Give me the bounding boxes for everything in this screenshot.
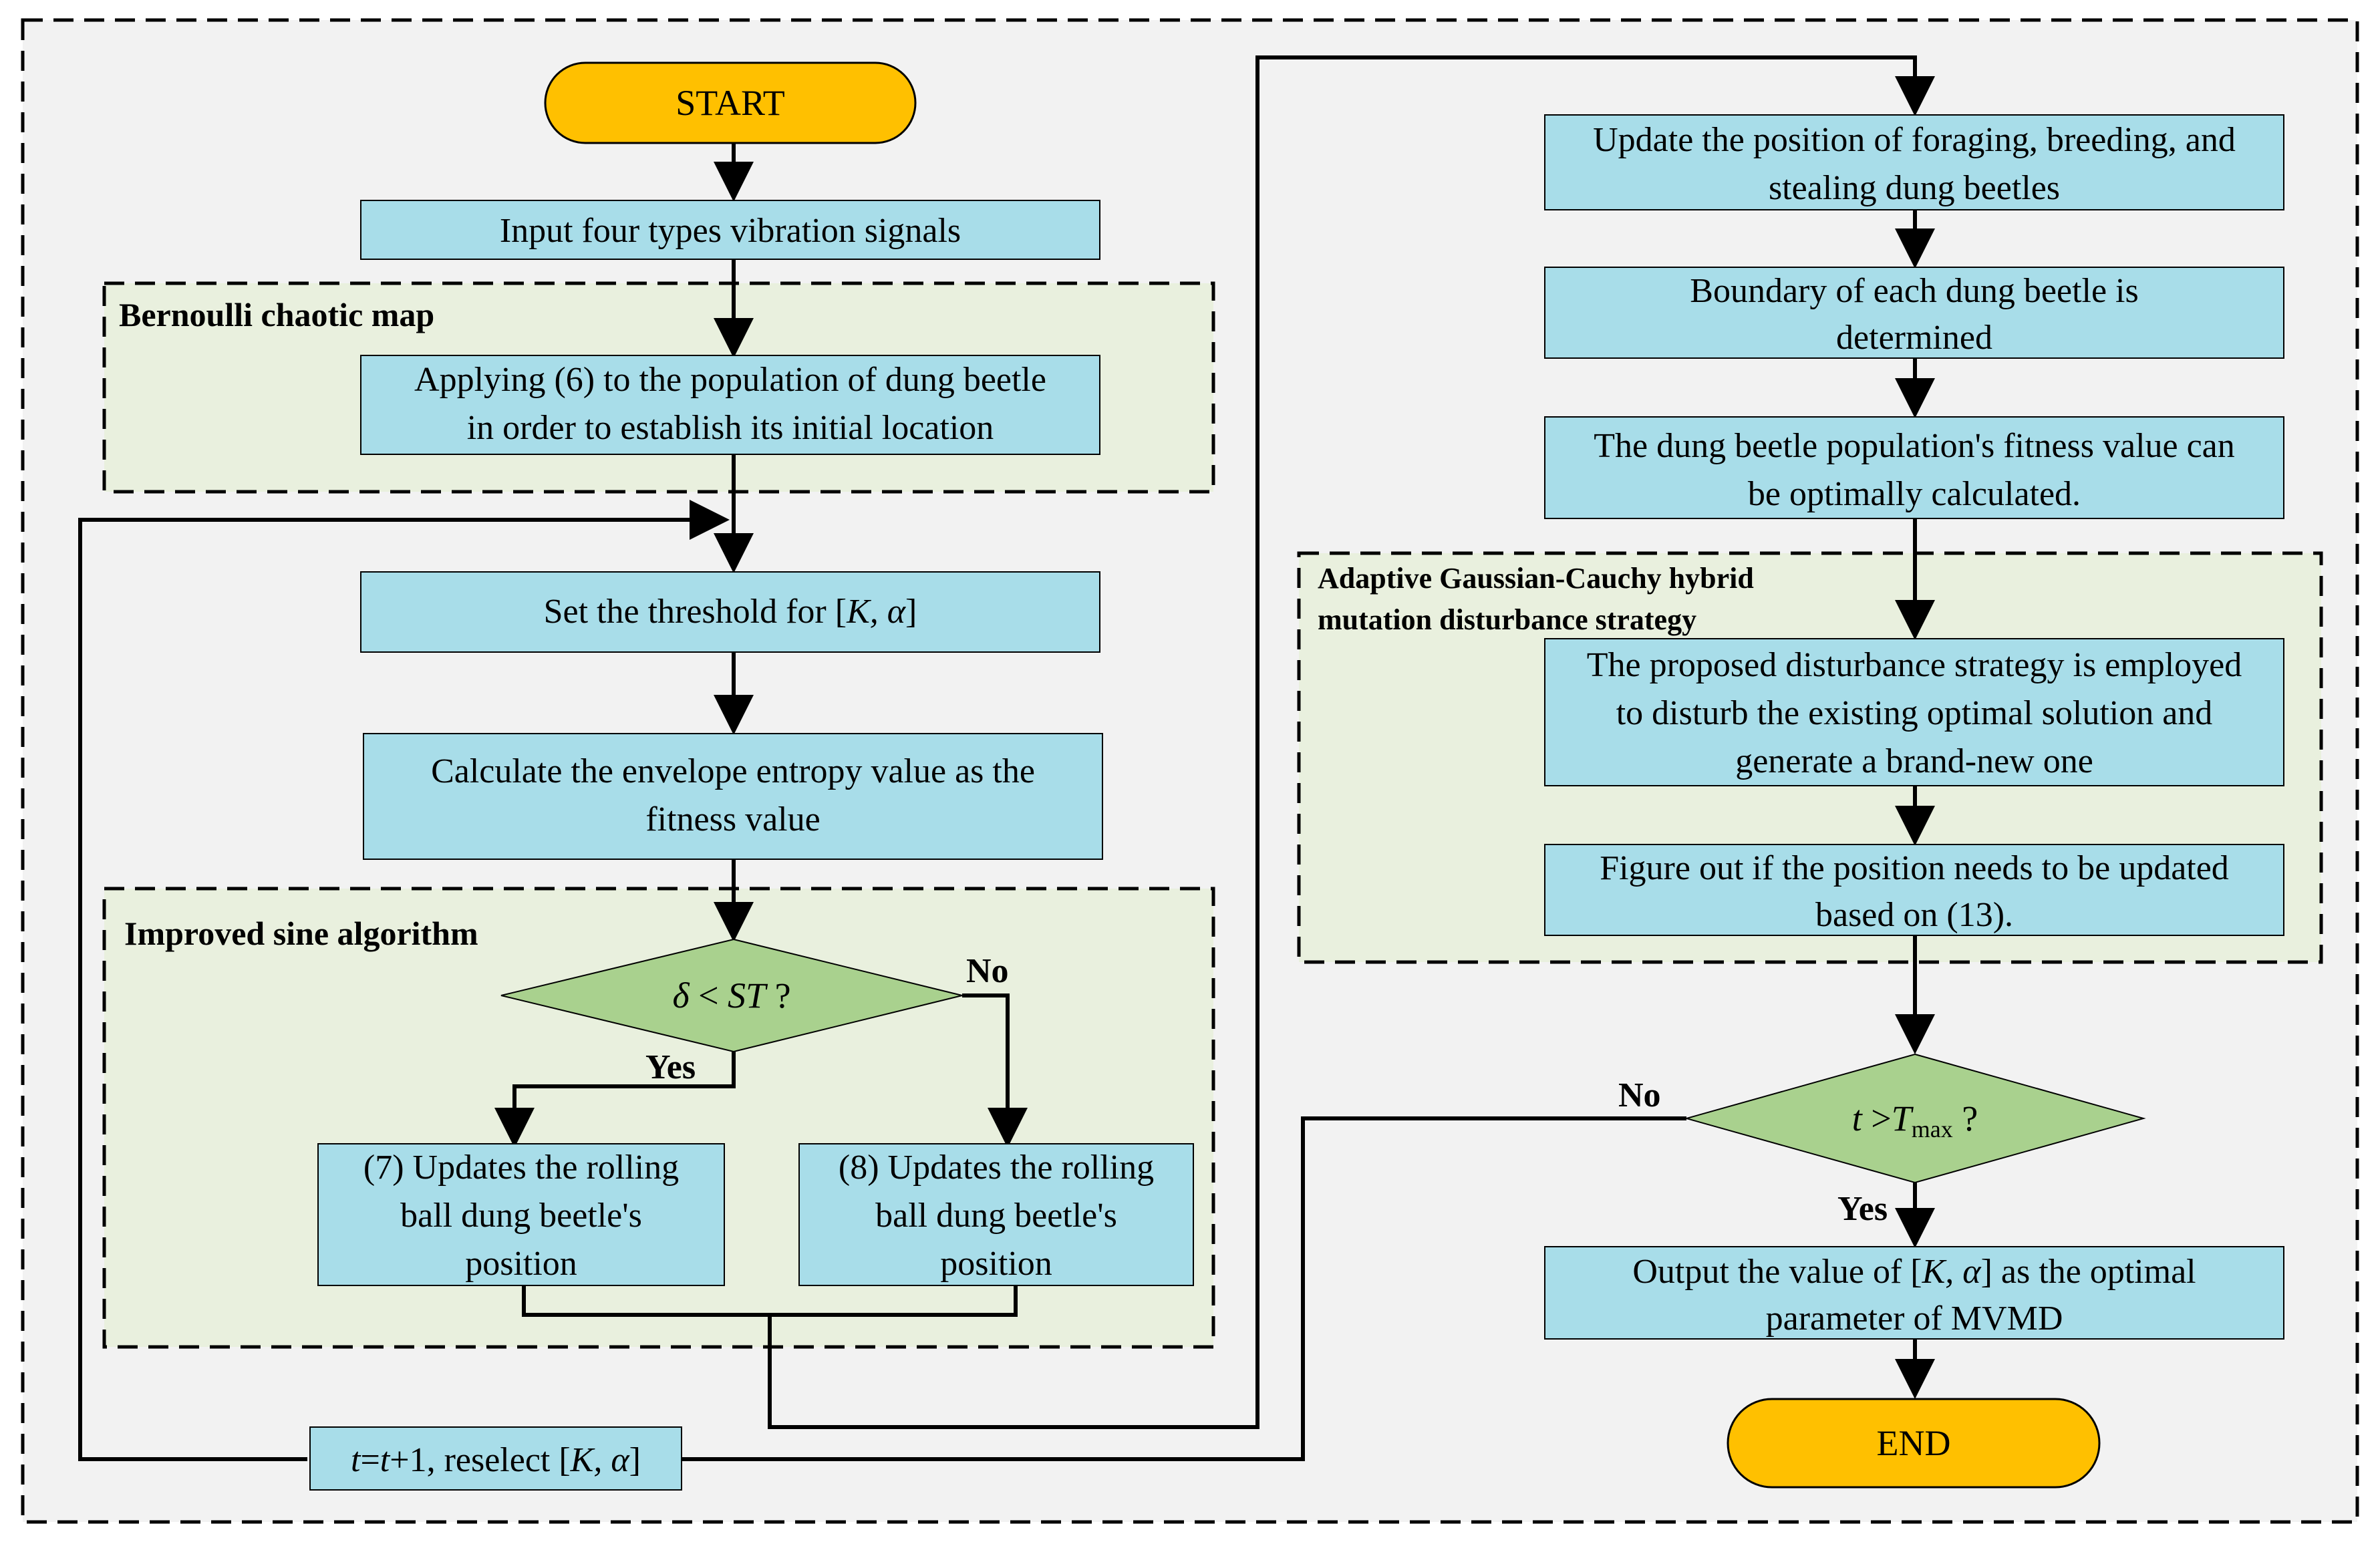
- update-7-box: [317, 1143, 725, 1286]
- group-sine-label: Improved sine algorithm: [124, 915, 478, 952]
- decision-delta-diamond: [500, 938, 963, 1053]
- figure-out-line2: based on (13).: [1815, 896, 2013, 934]
- end-label: END: [1877, 1423, 1951, 1463]
- fitness-calc-line2: be optimally calculated.: [1748, 475, 2081, 513]
- disturbance-line1: The proposed disturbance strategy is emp…: [1587, 646, 2242, 684]
- init-location-line2: in order to establish its initial locati…: [467, 409, 994, 447]
- boundary-line1: Boundary of each dung beetle is: [1690, 272, 2138, 310]
- fitness-value-line2: fitness value: [645, 800, 820, 838]
- figure-out-line1: Figure out if the position needs to be u…: [1600, 849, 2229, 887]
- update-position-line1: Update the position of foraging, breedin…: [1593, 121, 2236, 159]
- update-8-line3: position: [940, 1245, 1052, 1283]
- connectors: [78, 55, 1935, 1461]
- disturbance-box: [1544, 638, 2284, 786]
- decision-tmax-label: t >Tmax ?: [1852, 1098, 1978, 1142]
- decision-delta-label: δ < ST ?: [672, 975, 790, 1016]
- group-gaussian-label-1: Adaptive Gaussian-Cauchy hybrid: [1318, 562, 1754, 595]
- init-location-box: [360, 355, 1100, 455]
- fitness-calc-box: [1544, 416, 2284, 519]
- update-7-line2: ball dung beetle's: [400, 1197, 642, 1235]
- group-gaussian-label-2: mutation disturbance strategy: [1318, 603, 1696, 636]
- update-7-line3: position: [465, 1245, 577, 1283]
- disturbance-line2: to disturb the existing optimal solution…: [1616, 694, 2213, 732]
- start-label: START: [676, 83, 784, 123]
- input-signals-label: Input four types vibration signals: [500, 212, 961, 250]
- start-terminal: [544, 61, 917, 144]
- end-terminal: [1727, 1398, 2101, 1489]
- input-signals-box: [360, 200, 1100, 260]
- group-bernoulli-label: Bernoulli chaotic map: [119, 296, 434, 333]
- reselect-box: [309, 1426, 682, 1491]
- output-line1: Output the value of [K, α] as the optima…: [1632, 1253, 2196, 1291]
- update-position-line2: stealing dung beetles: [1769, 169, 2060, 207]
- fitness-value-line1: Calculate the envelope entropy value as …: [431, 752, 1035, 790]
- figure-out-box: [1544, 844, 2284, 936]
- edge-label-no-1: No: [966, 952, 1009, 990]
- edge-label-yes-1: Yes: [645, 1048, 696, 1086]
- update-position-box: [1544, 114, 2284, 210]
- update-8-box: [798, 1143, 1194, 1286]
- edge-label-yes-2: Yes: [1837, 1190, 1888, 1228]
- output-line2: parameter of MVMD: [1766, 1299, 2063, 1338]
- boundary-box: [1544, 267, 2284, 359]
- threshold-label: Set the threshold for [K, α]: [544, 593, 917, 631]
- edge-label-no-2: No: [1618, 1076, 1661, 1114]
- boundary-line2: determined: [1836, 319, 1992, 357]
- fitness-calc-line1: The dung beetle population's fitness val…: [1594, 427, 2235, 465]
- reselect-label: t=t+1, reselect [K, α]: [351, 1441, 641, 1479]
- threshold-box: [360, 571, 1100, 653]
- fitness-value-box: [363, 733, 1103, 860]
- decision-tmax-diamond: [1684, 1053, 2146, 1184]
- update-8-line1: (8) Updates the rolling: [839, 1148, 1154, 1187]
- update-8-line2: ball dung beetle's: [875, 1197, 1117, 1235]
- output-box: [1544, 1246, 2284, 1340]
- init-location-line1: Applying (6) to the population of dung b…: [414, 361, 1046, 399]
- disturbance-line3: generate a brand-new one: [1735, 742, 2093, 780]
- update-7-line1: (7) Updates the rolling: [363, 1148, 679, 1187]
